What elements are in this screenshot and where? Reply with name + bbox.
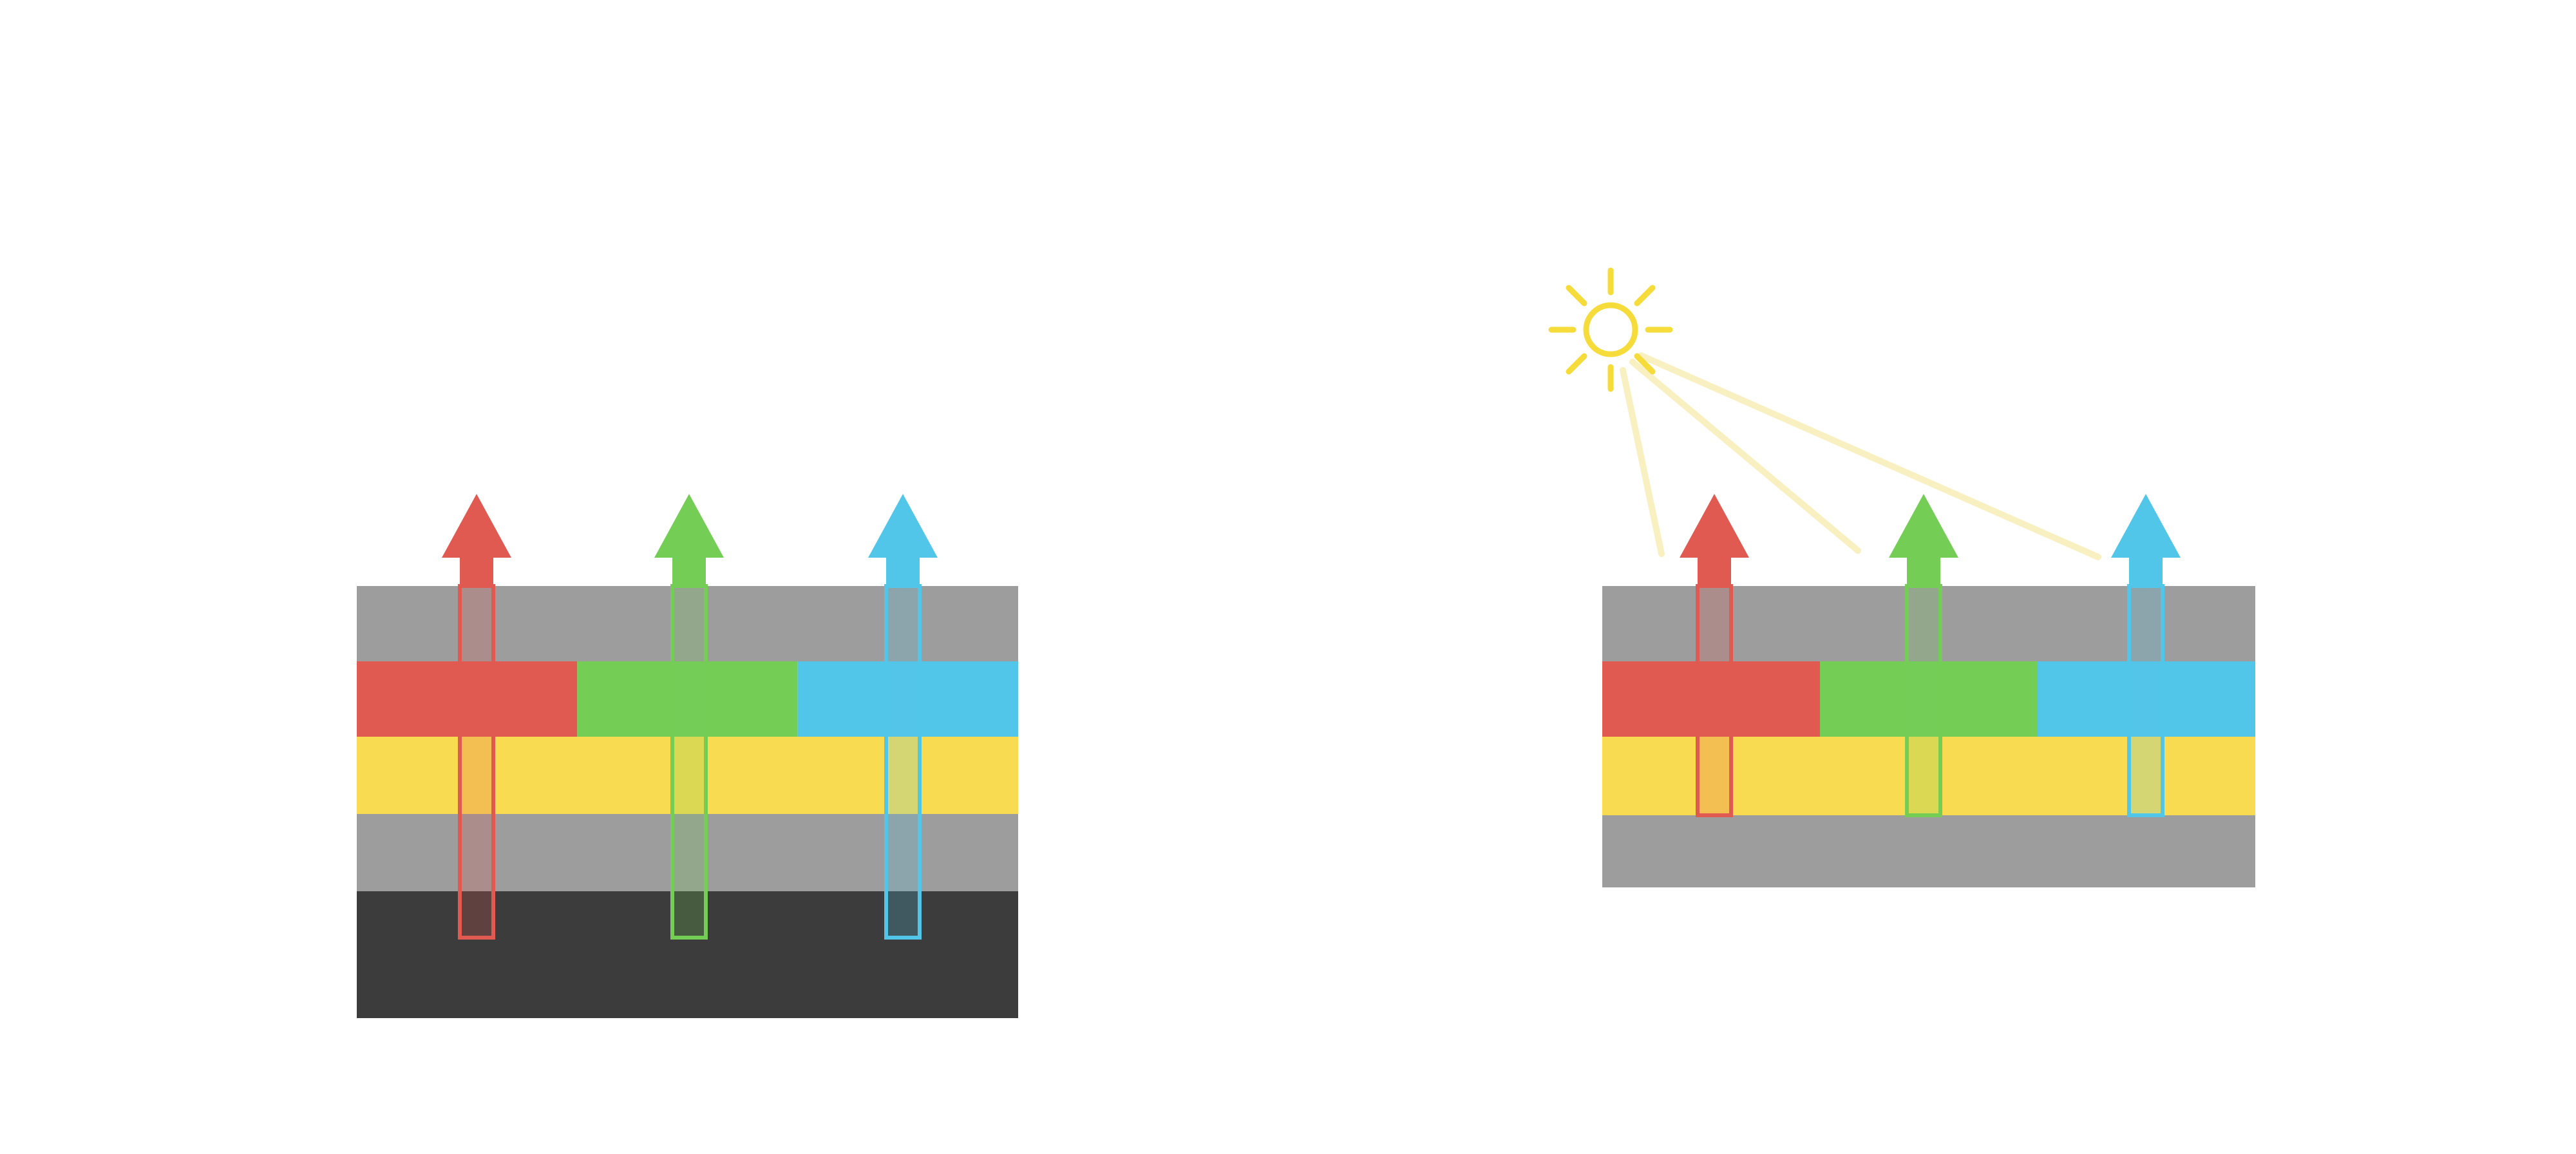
sun-beam-1	[1620, 367, 1665, 557]
sunlit-reflective-display-stack	[1548, 267, 2255, 887]
cyan-subpixel	[797, 661, 1018, 737]
red-light-arrow-through-shaft	[458, 584, 495, 940]
red-subpixel	[357, 661, 578, 737]
green-light-arrow-through-shaft	[670, 584, 708, 940]
red-light-arrow	[442, 494, 511, 586]
gray-layer-top	[1602, 586, 2255, 661]
sun-ray	[1634, 285, 1656, 307]
dark-backlight-layer	[357, 891, 1018, 1018]
sun-icon	[1548, 267, 1673, 392]
green-subpixel	[577, 661, 798, 737]
sun-beam-3	[1638, 352, 2101, 560]
yellow-layer	[357, 737, 1018, 814]
green-light-arrow	[654, 494, 724, 586]
blue-light-arrow-through-shaft	[884, 584, 922, 940]
green-light-arrow	[1889, 494, 1958, 586]
sun-ray	[1566, 285, 1587, 307]
red-light-arrow	[1680, 494, 1749, 586]
yellow-layer	[1602, 737, 2255, 815]
gray-layer-bottom	[357, 814, 1018, 891]
blue-light-arrow-through-shaft	[2127, 584, 2164, 817]
green-light-arrow-through-shaft	[1905, 584, 1942, 817]
blue-light-arrow	[2111, 494, 2181, 586]
sun-beam-2	[1629, 359, 1861, 554]
sun-ray	[1634, 353, 1656, 375]
backlit-display-stack	[357, 494, 1018, 1018]
sun-disc	[1583, 302, 1638, 357]
blue-light-arrow	[868, 494, 938, 586]
red-light-arrow-through-shaft	[1696, 584, 1733, 817]
gray-layer-top	[357, 586, 1018, 661]
cyan-subpixel	[2038, 661, 2255, 737]
gray-layer-bottom	[1602, 815, 2255, 887]
red-subpixel	[1602, 661, 1820, 737]
sun-ray	[1566, 353, 1587, 375]
green-subpixel	[1820, 661, 2038, 737]
